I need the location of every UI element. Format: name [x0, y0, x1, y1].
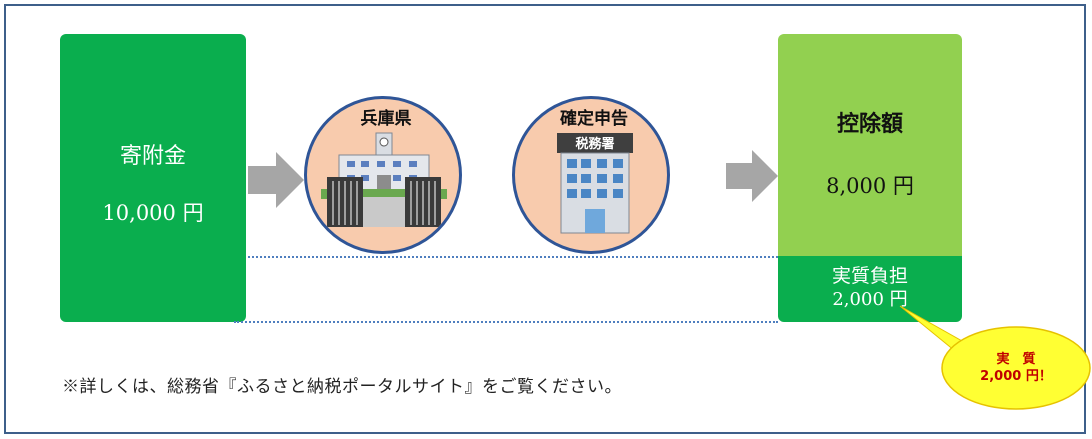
donation-amount: 10,000 円	[102, 201, 204, 225]
callout-line1: 実 質	[996, 352, 1036, 367]
deduction-box: 控除額 8,000 円	[778, 34, 962, 256]
callout-line2: 2,000 円！	[980, 369, 1052, 384]
hyogo-prefecture-circle: 兵庫県	[304, 96, 462, 254]
tax-office-icon: 税務署	[557, 133, 633, 234]
dotted-guide-upper	[248, 256, 778, 258]
tax-return-label: 確定申告	[560, 109, 628, 129]
speech-bubble	[899, 305, 1091, 410]
deduction-title: 控除額	[836, 111, 903, 137]
arrow-right-icon	[248, 152, 304, 208]
tax-office-sign: 税務署	[575, 136, 614, 152]
deduction-amount: 8,000 円	[826, 174, 914, 198]
actual-burden-amount: 2,000 円	[832, 289, 908, 310]
actual-burden-box: 実質負担 2,000 円	[778, 256, 962, 322]
actual-burden-label: 実質負担	[831, 265, 908, 287]
donation-title: 寄附金	[119, 144, 186, 169]
hyogo-label: 兵庫県	[360, 109, 412, 129]
prefectural-office-icon	[321, 132, 447, 227]
tax-return-circle: 確定申告 税務署	[512, 96, 670, 254]
note-text: ※詳しくは、総務省『ふるさと納税ポータルサイト』をご覧ください。	[62, 377, 622, 397]
dotted-guide-lower	[234, 321, 778, 323]
donation-box: 寄附金 10,000 円	[60, 34, 246, 322]
arrow-right-icon	[726, 150, 778, 202]
